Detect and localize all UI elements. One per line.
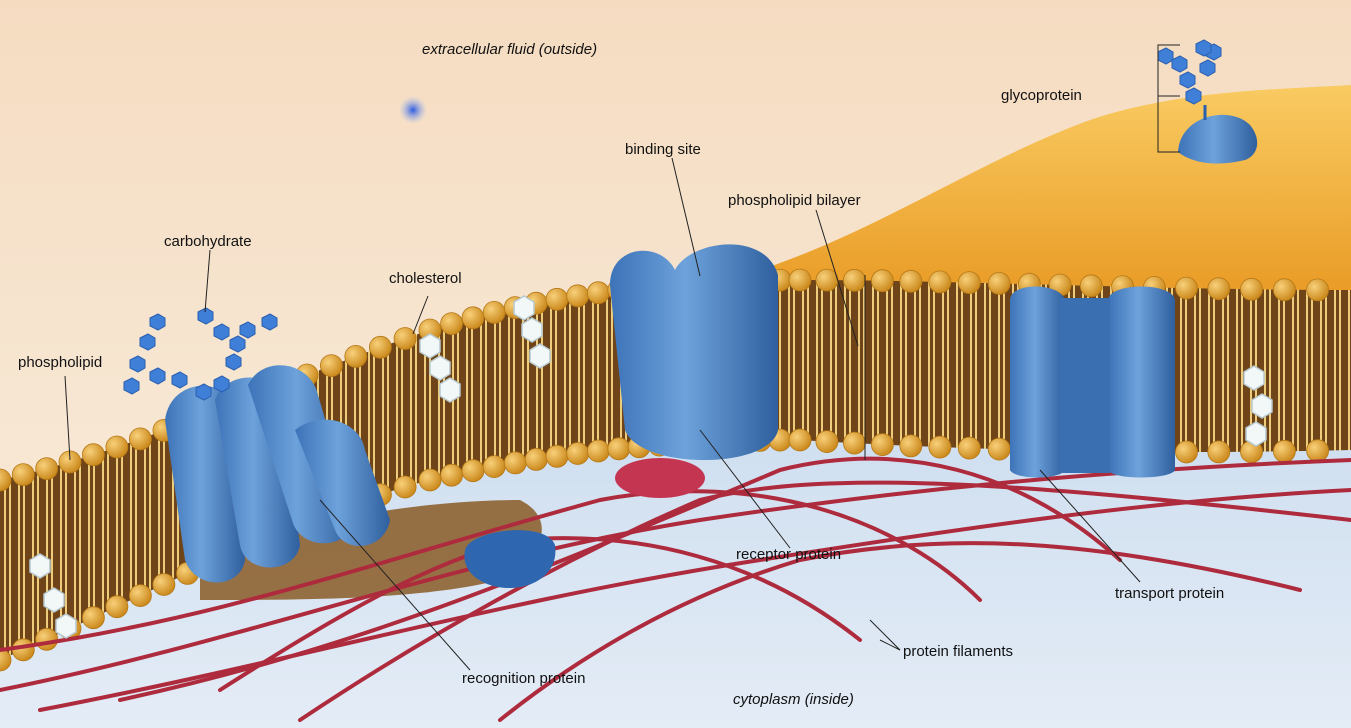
lipid-head: [587, 282, 609, 304]
lipid-head: [958, 272, 980, 294]
lipid-head: [816, 269, 838, 291]
lipid-head: [816, 431, 838, 453]
lipid-head: [504, 452, 526, 474]
glycoprotein-label: glycoprotein: [1001, 88, 1082, 103]
lipid-head: [587, 440, 609, 462]
lipid-head: [129, 428, 151, 450]
lipid-head: [36, 458, 58, 480]
lipid-head: [1307, 440, 1329, 462]
signal-molecule-icon: [399, 96, 427, 124]
lipid-head: [1273, 440, 1295, 462]
receptor-bound-molecule: [615, 458, 705, 498]
carbohydrate-label: carbohydrate: [164, 234, 252, 249]
lipid-head: [988, 272, 1010, 294]
lipid-head: [1273, 279, 1295, 301]
lipid-head: [929, 436, 951, 458]
transport-protein-label: transport protein: [1115, 586, 1224, 601]
lipid-head: [129, 585, 151, 607]
cytoplasm-label: cytoplasm (inside): [733, 692, 854, 707]
lipid-head: [1307, 279, 1329, 301]
lipid-head: [441, 313, 463, 335]
lipid-head: [988, 438, 1010, 460]
lipid-head: [567, 443, 589, 465]
lipid-head: [82, 607, 104, 629]
lipid-head: [483, 301, 505, 323]
lipid-head: [567, 285, 589, 307]
lipid-head: [419, 469, 441, 491]
lipid-head: [462, 307, 484, 329]
lipid-head: [394, 328, 416, 350]
lipid-head: [608, 438, 630, 460]
phospholipid-label: phospholipid: [18, 355, 102, 370]
lipid-head: [394, 476, 416, 498]
lipid-head: [843, 432, 865, 454]
protein-filaments-label: protein filaments: [903, 644, 1013, 659]
lipid-head: [441, 464, 463, 486]
lipid-head: [1176, 441, 1198, 463]
lipid-head: [900, 270, 922, 292]
lipid-head: [789, 269, 811, 291]
lipid-head: [958, 437, 980, 459]
lipid-head: [843, 269, 865, 291]
phospholipid-bilayer-label: phospholipid bilayer: [728, 193, 861, 208]
lipid-head: [369, 336, 391, 358]
lipid-head: [1080, 275, 1102, 297]
lipid-head: [1241, 278, 1263, 300]
lipid-head: [871, 434, 893, 456]
lipid-head: [871, 270, 893, 292]
lipid-head: [82, 444, 104, 466]
cholesterol-label: cholesterol: [389, 271, 462, 286]
lipid-head: [789, 429, 811, 451]
lipid-head: [12, 464, 34, 486]
recognition-protein-label: recognition protein: [462, 671, 585, 686]
lipid-head: [546, 288, 568, 310]
lipid-head: [462, 460, 484, 482]
lipid-head: [525, 448, 547, 470]
extracellular-label: extracellular fluid (outside): [422, 42, 597, 57]
lipid-head: [153, 574, 175, 596]
transport-protein: [1010, 287, 1175, 478]
lipid-head: [345, 345, 367, 367]
lipid-head: [106, 436, 128, 458]
lipid-head: [900, 435, 922, 457]
lipid-head: [106, 596, 128, 618]
lipid-head: [1208, 441, 1230, 463]
lipid-head: [546, 445, 568, 467]
lipid-head: [1176, 277, 1198, 299]
lipid-head: [929, 271, 951, 293]
lipid-head: [36, 628, 58, 650]
lipid-head: [320, 355, 342, 377]
receptor-protein-label: receptor protein: [736, 547, 841, 562]
binding-site-label: binding site: [625, 142, 701, 157]
lipid-head: [1208, 278, 1230, 300]
lipid-head: [483, 456, 505, 478]
